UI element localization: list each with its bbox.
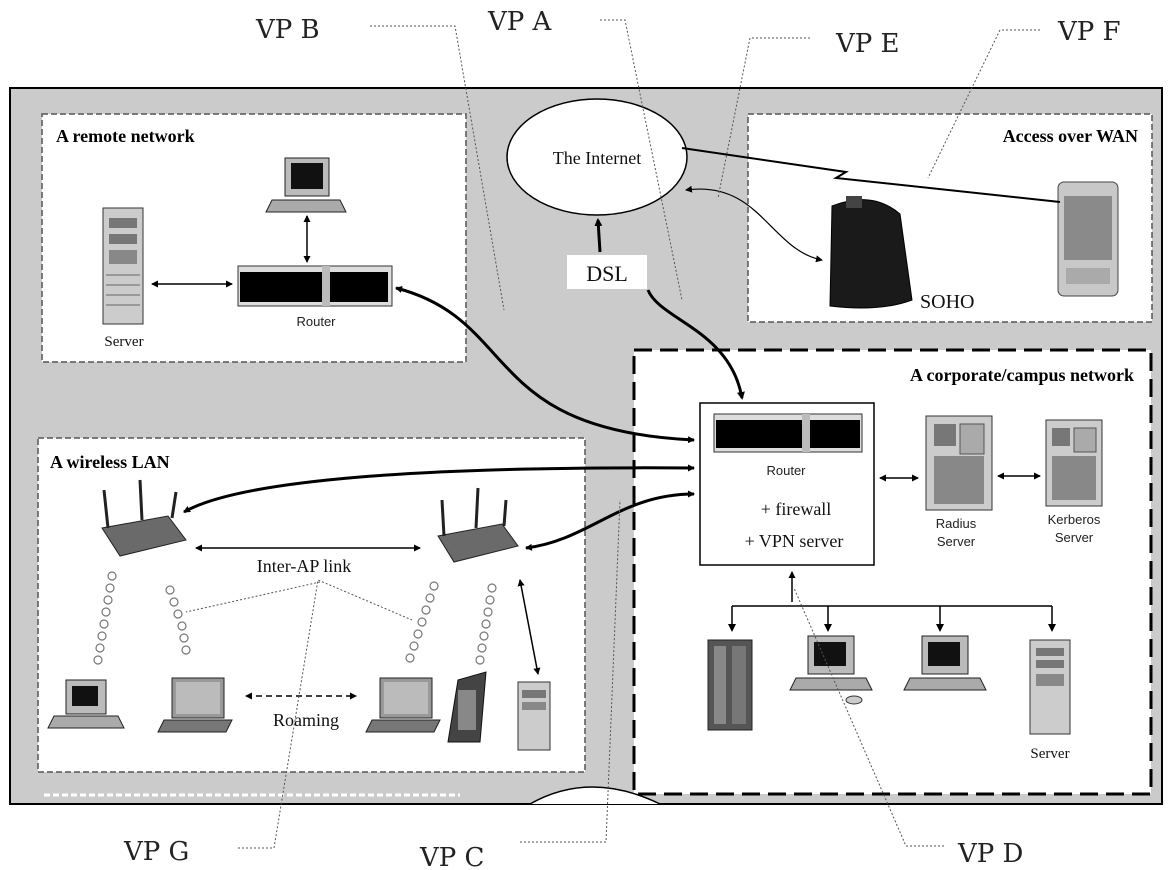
corporate-router-icon bbox=[714, 414, 862, 452]
radius-server-icon bbox=[926, 416, 992, 510]
corporate-router-label: Router bbox=[766, 463, 806, 478]
mainframe-icon bbox=[708, 640, 752, 730]
wan-title: Access over WAN bbox=[1003, 126, 1138, 146]
kerberos-server-label-1: Kerberos bbox=[1048, 512, 1101, 527]
inter-ap-label: Inter-AP link bbox=[257, 556, 351, 576]
internet-label: The Internet bbox=[553, 148, 641, 168]
vp-c-label: VP C bbox=[419, 843, 484, 870]
remote-server-label: Server bbox=[104, 334, 143, 350]
corporate-server-icon bbox=[1030, 640, 1070, 734]
vpn-server-label: + VPN server bbox=[745, 531, 844, 551]
soho-label: SOHO bbox=[920, 291, 974, 313]
radius-server-label-1: Radius bbox=[936, 516, 977, 531]
remote-server-icon bbox=[103, 208, 143, 324]
vp-f-label: VP F bbox=[1057, 17, 1121, 47]
vp-a-label: VP A bbox=[487, 7, 553, 37]
firewall-label: + firewall bbox=[761, 499, 832, 519]
remote-router-label: Router bbox=[296, 314, 336, 329]
remote-network-title: A remote network bbox=[56, 126, 195, 146]
corporate-server-label: Server bbox=[1030, 746, 1069, 762]
vp-d-label: VP D bbox=[957, 839, 1023, 869]
dsl-label: DSL bbox=[586, 261, 628, 286]
roaming-label: Roaming bbox=[273, 710, 339, 730]
remote-router-icon bbox=[238, 266, 392, 306]
wireless-lan-title: A wireless LAN bbox=[50, 452, 170, 472]
vp-g-label: VP G bbox=[123, 837, 189, 867]
radius-server-label-2: Server bbox=[937, 534, 976, 549]
vp-e-label: VP E bbox=[835, 29, 900, 59]
wireless-server-icon bbox=[518, 682, 550, 750]
kerberos-server-label-2: Server bbox=[1055, 530, 1094, 545]
kerberos-server-icon bbox=[1046, 420, 1102, 506]
dsl-internet-link bbox=[598, 220, 600, 252]
corporate-network-title: A corporate/campus network bbox=[910, 365, 1134, 385]
pda-icon bbox=[1058, 182, 1118, 296]
vp-b-label: VP B bbox=[255, 15, 320, 45]
